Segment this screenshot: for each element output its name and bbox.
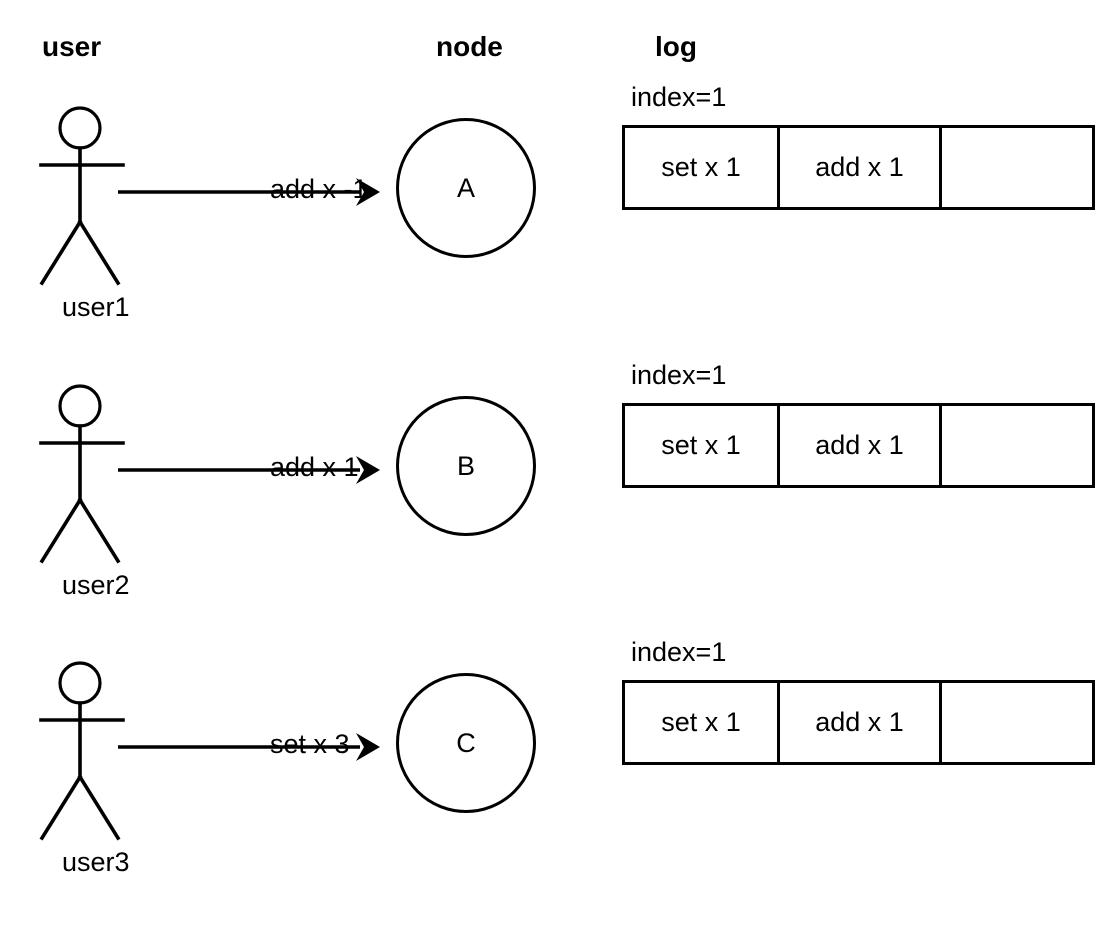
log-entry-cell: add x 1 — [780, 683, 942, 762]
stick-figure-icon — [39, 384, 125, 564]
diagram-row: user2 add x 1 B index=1 set x 1 add x 1 — [0, 362, 1118, 654]
actor-figure: user2 — [22, 376, 162, 599]
actor-label: user1 — [62, 292, 130, 322]
actor-figure: user1 — [22, 98, 162, 321]
node-label: B — [456, 450, 475, 481]
message-label: set x 3 — [270, 729, 350, 759]
message-arrow: add x 1 — [114, 436, 384, 486]
message-arrow: set x 3 — [114, 713, 384, 763]
stick-figure-icon — [39, 661, 125, 841]
log-index-label: index=1 — [631, 637, 727, 667]
log-table: set x 1 add x 1 — [622, 403, 1095, 488]
diagram-row: user1 add x -1 A index=1 set x 1 add x 1 — [0, 84, 1118, 376]
diagram-row: user3 set x 3 C index=1 set x 1 add x 1 — [0, 639, 1118, 931]
log-entry-cell-empty — [942, 128, 1092, 207]
log-entry-cell: add x 1 — [780, 128, 942, 207]
arrow-right-icon — [118, 456, 380, 484]
log-entry-cell: add x 1 — [780, 406, 942, 485]
log-index-label: index=1 — [631, 82, 727, 112]
column-header-node: node — [436, 31, 503, 62]
node-label: A — [456, 172, 475, 203]
log-entry-cell: set x 1 — [625, 128, 780, 207]
actor-label: user3 — [62, 847, 130, 877]
log-table: set x 1 add x 1 — [622, 125, 1095, 210]
node-circle: A — [396, 118, 536, 258]
arrow-right-icon — [118, 733, 380, 761]
log-table: set x 1 add x 1 — [622, 680, 1095, 765]
actor-label: user2 — [62, 570, 130, 600]
message-label: add x -1 — [270, 174, 368, 204]
actor-figure: user3 — [22, 653, 162, 876]
log-entry-cell-empty — [942, 406, 1092, 485]
column-header-log: log — [655, 31, 697, 62]
column-header-user: user — [42, 31, 102, 62]
log-entry-cell-empty — [942, 683, 1092, 762]
message-label: add x 1 — [270, 452, 359, 482]
stick-figure-icon — [39, 106, 125, 286]
log-index-label: index=1 — [631, 360, 727, 390]
log-entry-cell: set x 1 — [625, 406, 780, 485]
log-entry-cell: set x 1 — [625, 683, 780, 762]
node-circle: B — [396, 396, 536, 536]
node-label: C — [456, 727, 476, 758]
node-circle: C — [396, 673, 536, 813]
message-arrow: add x -1 — [114, 158, 384, 208]
arrow-right-icon — [118, 178, 380, 206]
